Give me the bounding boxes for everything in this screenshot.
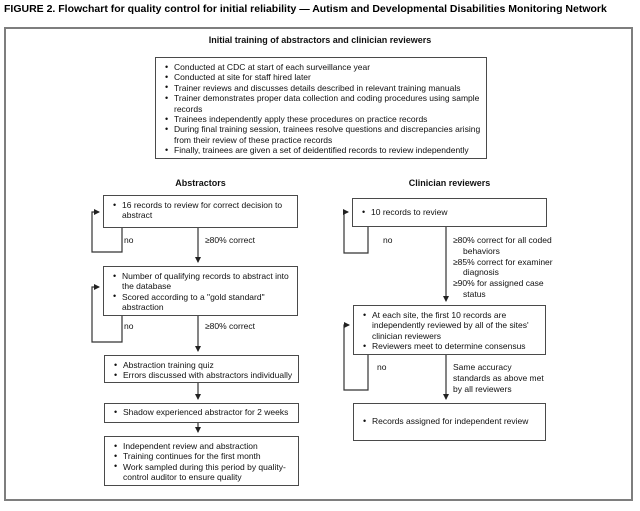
pass-label-1: ≥80% correct [205,235,256,245]
bullet-item: At each site, the first 10 records are i… [362,309,541,341]
bullet-item: During final training session, trainees … [164,124,482,145]
clinicians-box-3: Records assigned for independent review [353,403,546,441]
bullet-item: Conducted at CDC at start of each survei… [164,61,482,72]
figure-title: FIGURE 2. Flowchart for quality control … [4,3,607,15]
bullet-item: Finally, trainees are given a set of dei… [164,145,482,156]
bullet-item: Trainer demonstrates proper data collect… [164,93,482,114]
bullet-item: Conducted at site for staff hired later [164,72,482,83]
bullet-item: Trainer reviews and discusses details de… [164,82,482,93]
bullet-item: Scored according to a "gold standard" ab… [112,291,293,313]
abstractors-heading: Abstractors [175,178,226,188]
clinicians-box-1: 10 records to review [352,198,547,227]
abstractors-box-3: Abstraction training quiz Errors discuss… [104,355,299,383]
bullet-item: Reviewers meet to determine consensus [362,341,541,352]
bullet-item: Abstraction training quiz [113,359,294,370]
no-label-2: no [124,321,134,331]
criteria-item: ≥85% correct for examiner diagnosis [453,256,553,278]
abstractors-box-1: 16 records to review for correct decisio… [103,195,298,228]
bullet-item: Errors discussed with abstractors indivi… [113,370,294,381]
bullet-item: Shadow experienced abstractor for 2 week… [113,406,294,417]
intro-list: Conducted at CDC at start of each survei… [164,61,482,156]
bullet-item: Trainees independently apply these proce… [164,114,482,125]
intro-heading: Initial training of abstractors and clin… [208,35,432,45]
pass-label-2: ≥80% correct [205,321,256,331]
clinicians-box-2: At each site, the first 10 records are i… [353,305,546,355]
same-accuracy-label: Same accuracy standards as above met by … [453,362,544,394]
abstractors-box-4: Shadow experienced abstractor for 2 week… [104,403,299,423]
bullet-item: 16 records to review for correct decisio… [112,200,293,221]
abstractors-box-5: Independent review and abstraction Train… [104,436,299,486]
clinician-criteria: ≥80% correct for all coded behaviors ≥85… [453,235,555,300]
criteria-item: ≥90% for assigned case status [453,278,544,299]
no-label-1: no [124,235,134,245]
bullet-item: Independent review and abstraction [113,440,294,451]
abstractors-box-2: Number of qualifying records to abstract… [103,266,298,316]
bullet-item: Number of qualifying records to abstract… [112,271,293,292]
bullet-item: Training continues for the first month [113,451,294,462]
bullet-item: 10 records to review [361,206,542,217]
no-label-3: no [383,235,393,245]
clinicians-heading: Clinician reviewers [408,178,491,188]
bullet-item: Records assigned for independent review [362,415,541,426]
criteria-item: ≥80% correct for all coded behaviors [453,235,552,256]
intro-box: Conducted at CDC at start of each survei… [155,57,487,159]
bullet-item: Work sampled during this period by quali… [113,461,294,483]
no-label-4: no [377,362,387,372]
